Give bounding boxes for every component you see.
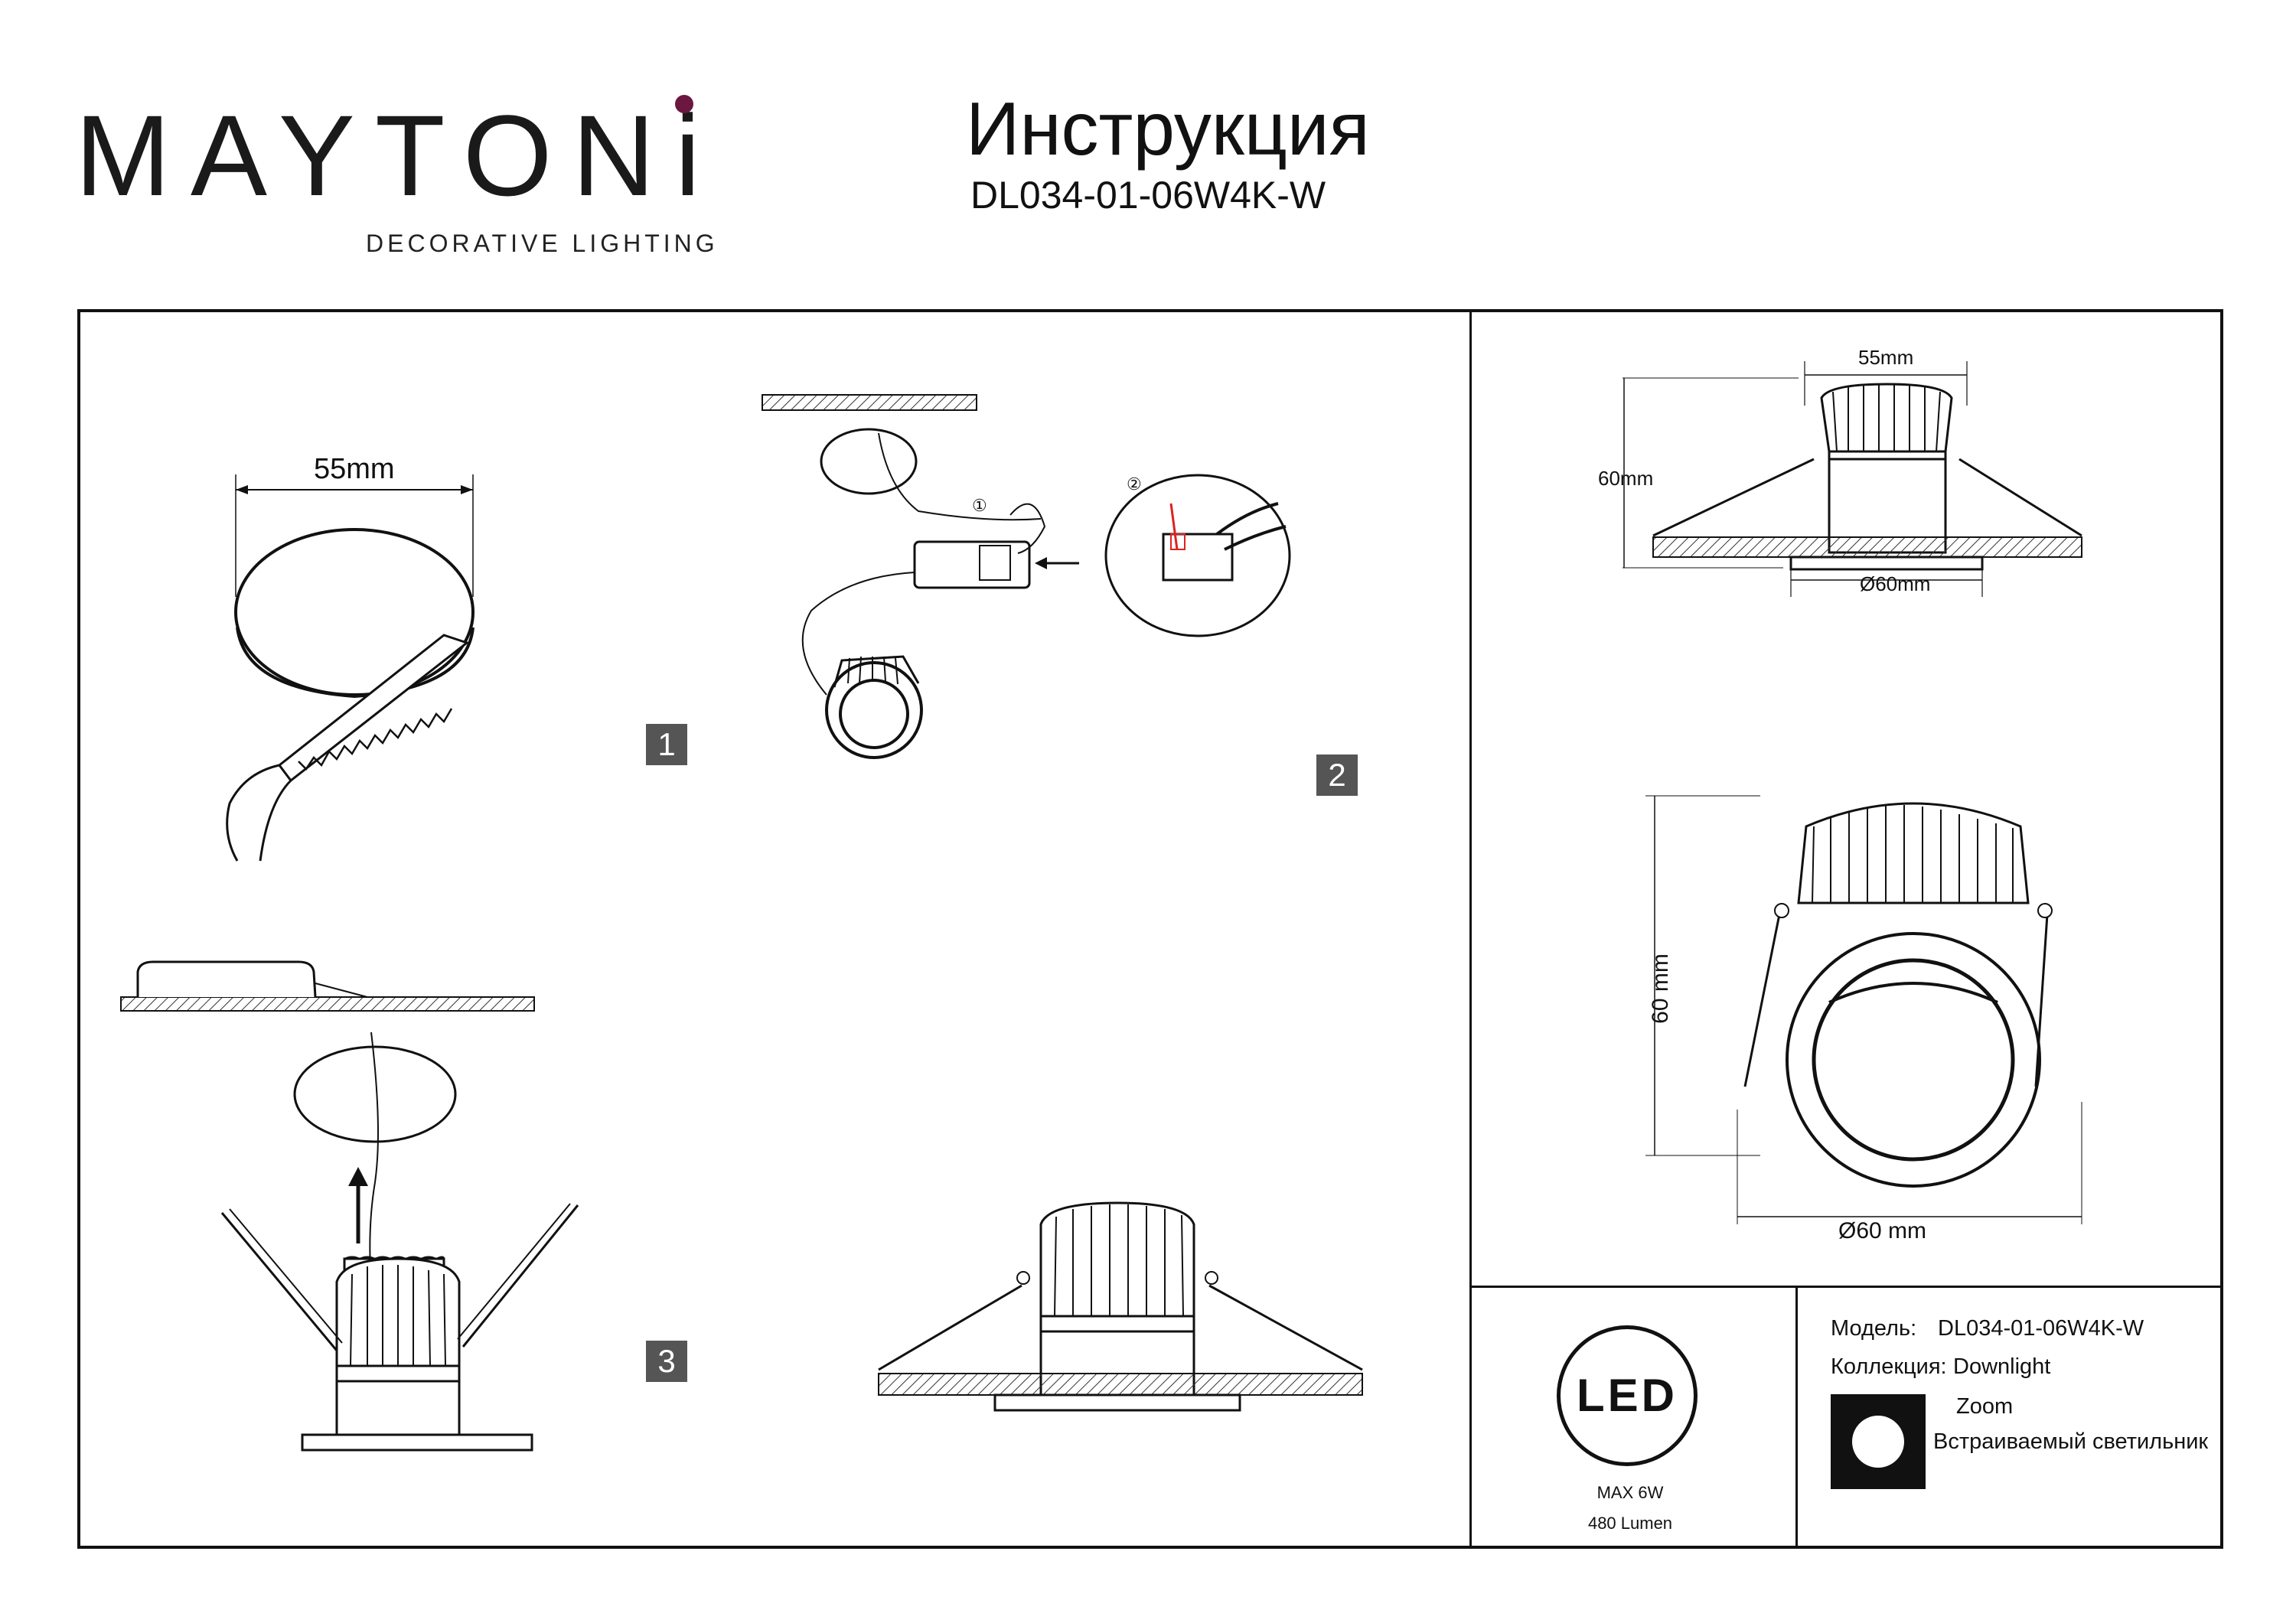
model-code: DL034-01-06W4K-W: [970, 174, 1326, 217]
brand-logo: MAYTONi: [75, 91, 721, 220]
brand-tagline: DECORATIVE LIGHTING: [366, 230, 719, 257]
step3-illustration-right: [878, 1201, 1363, 1412]
side-view-height: 60mm: [1598, 467, 1654, 490]
page-title: Инструкция: [966, 86, 1370, 171]
step2-illustration: [762, 394, 1291, 759]
step1-illustration: [226, 474, 475, 862]
instruction-frame: [77, 309, 2223, 1549]
side-view-drawing: [1623, 361, 2082, 597]
front-view-height: 60 mm: [1648, 953, 1673, 1024]
spec-series: Zoom: [1956, 1394, 2014, 1419]
step2-marker-2: ②: [1127, 474, 1142, 494]
side-view-diameter: Ø60mm: [1860, 572, 1931, 595]
divider-vertical-spec: [1795, 1286, 1798, 1549]
divider-vertical-main: [1469, 309, 1472, 1549]
side-view-width: 55mm: [1858, 346, 1914, 369]
spec-model-value: DL034-01-06W4K-W: [1938, 1316, 2144, 1341]
step-badge-1: 1: [646, 724, 687, 765]
spec-model-label: Модель:: [1831, 1316, 1917, 1341]
spec-collection-label: Коллекция:: [1831, 1354, 1947, 1379]
led-badge: LED: [1557, 1325, 1698, 1466]
front-view-diameter: Ø60 mm: [1838, 1218, 1927, 1243]
front-view-drawing: [1645, 795, 2082, 1224]
led-power: MAX 6W: [1596, 1483, 1664, 1502]
step2-marker-1: ①: [972, 496, 987, 515]
spec-collection-value: Downlight: [1953, 1354, 2051, 1379]
spec-type: Встраиваемый светильник: [1933, 1429, 2209, 1454]
logo-dot-icon: [675, 95, 693, 113]
step1-dimension: 55mm: [314, 453, 395, 485]
series-icon: [1831, 1394, 1926, 1489]
step-badge-3: 3: [646, 1341, 687, 1382]
step3-illustration-left: [120, 960, 579, 1452]
led-lumen: 480 Lumen: [1587, 1514, 1673, 1533]
divider-horizontal-right: [1469, 1286, 2223, 1288]
step-badge-2: 2: [1316, 754, 1358, 796]
